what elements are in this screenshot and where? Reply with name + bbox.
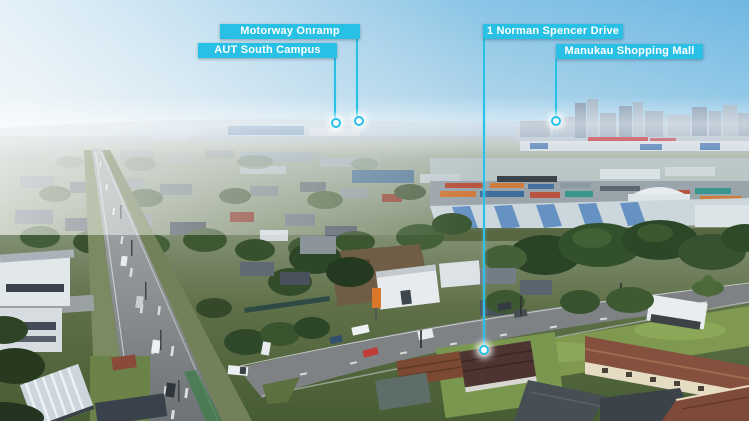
connector-line — [356, 39, 358, 117]
location-dot-icon — [551, 116, 561, 126]
callout-label-manukau-shopping-mall: Manukau Shopping Mall — [556, 44, 703, 59]
callout-label-norman-spencer-drive: 1 Norman Spencer Drive — [483, 24, 623, 39]
callout-label-aut-south-campus: AUT South Campus — [198, 43, 337, 58]
location-dot-icon — [479, 345, 489, 355]
location-dot-icon — [331, 118, 341, 128]
connector-line — [334, 58, 336, 119]
connector-line — [555, 59, 557, 117]
connector-line — [483, 39, 485, 345]
location-dot-icon — [354, 116, 364, 126]
callout-label-motorway-onramp: Motorway Onramp — [220, 24, 360, 39]
